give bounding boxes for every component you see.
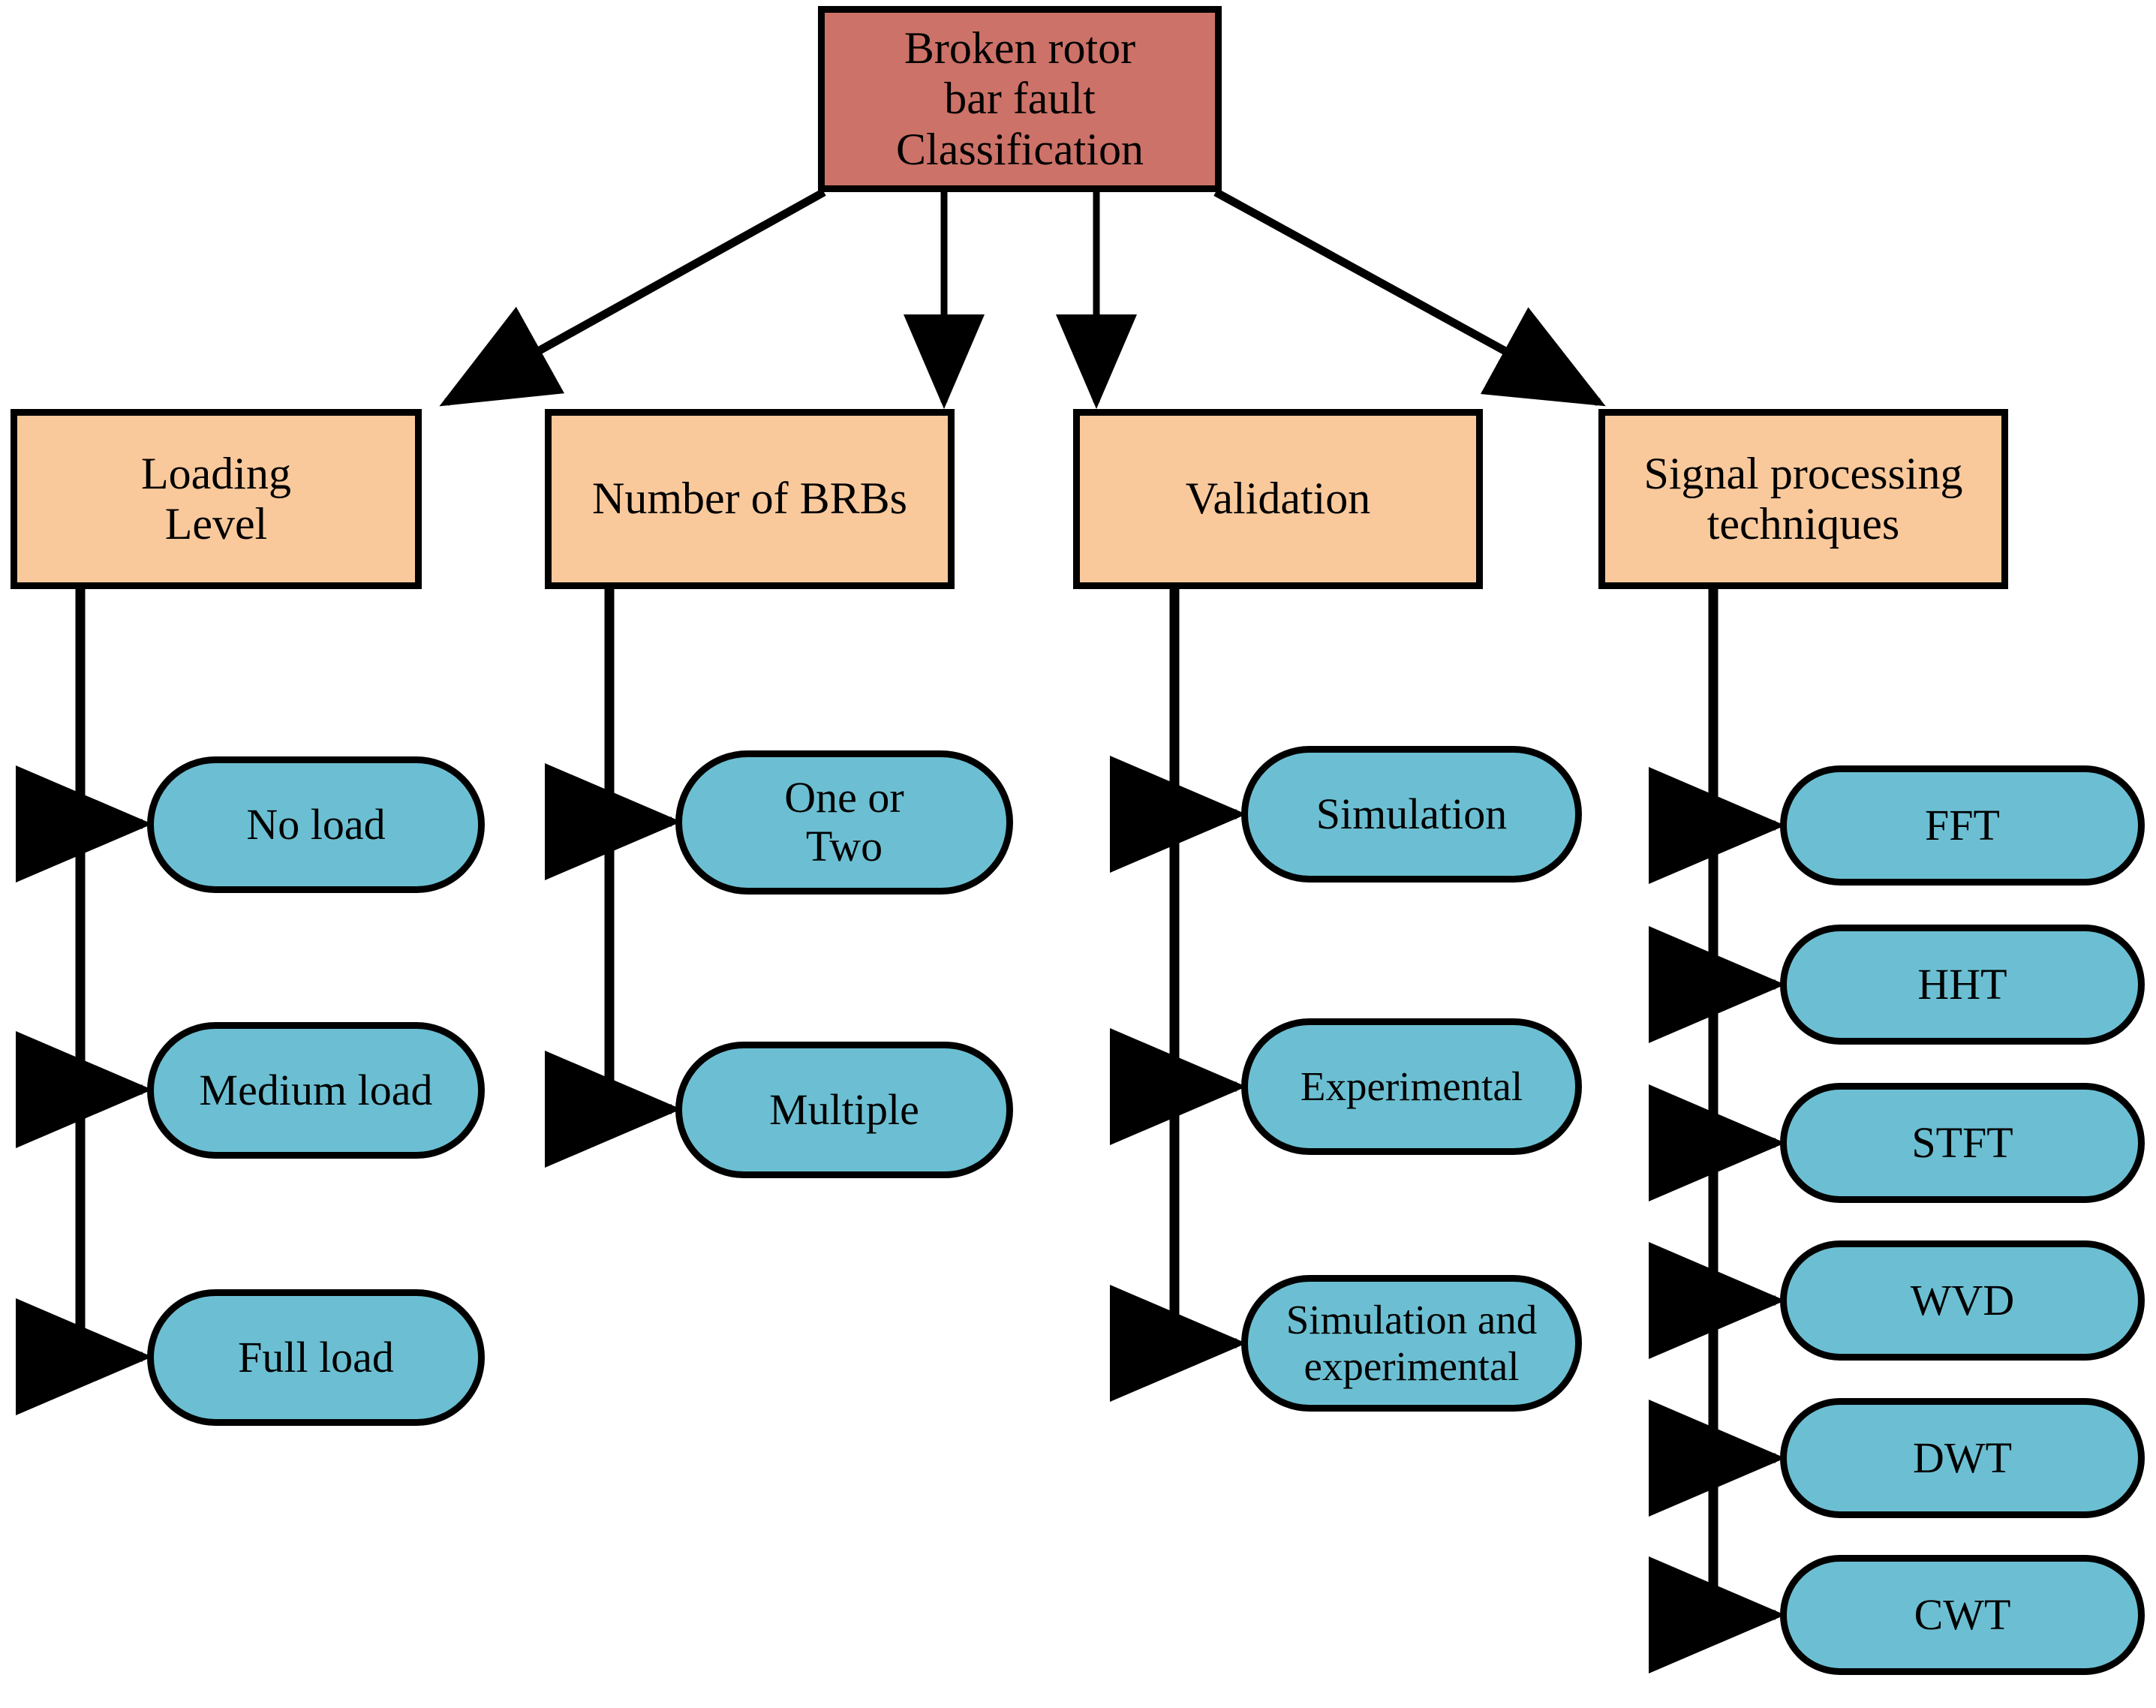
- leaf-node-full-load[interactable]: Full load: [147, 1289, 485, 1426]
- leaf-node-simulation-and-experimental[interactable]: Simulation and experimental: [1241, 1275, 1582, 1412]
- leaf-node-dwt[interactable]: DWT: [1780, 1398, 2145, 1518]
- leaf-node-hht[interactable]: HHT: [1780, 925, 2145, 1045]
- leaf-node-fft[interactable]: FFT: [1780, 765, 2145, 886]
- category-node-signal-processing-techniques[interactable]: Signal processing techniques: [1598, 409, 2008, 589]
- edge-root-to-loading-level: [439, 188, 826, 407]
- leaf-node-medium-load[interactable]: Medium load: [147, 1022, 485, 1159]
- leaf-node-no-load[interactable]: No load: [147, 756, 485, 893]
- leaf-node-wvd[interactable]: WVD: [1780, 1240, 2145, 1361]
- leaf-node-multiple[interactable]: Multiple: [675, 1042, 1013, 1178]
- category-node-validation[interactable]: Validation: [1073, 409, 1483, 589]
- leaf-node-one-or-two[interactable]: One or Two: [675, 750, 1013, 895]
- root-node-broken-rotor-bar-fault-classification[interactable]: Broken rotor bar fault Classification: [818, 6, 1222, 192]
- leaf-node-simulation[interactable]: Simulation: [1241, 746, 1582, 883]
- category-node-loading-level[interactable]: Loading Level: [11, 409, 422, 589]
- edge-root-to-signal-processing: [1213, 188, 1606, 407]
- leaf-node-stft[interactable]: STFT: [1780, 1083, 2145, 1203]
- leaf-node-cwt[interactable]: CWT: [1780, 1555, 2145, 1675]
- leaf-node-experimental[interactable]: Experimental: [1241, 1018, 1582, 1155]
- category-node-number-of-brbs[interactable]: Number of BRBs: [545, 409, 955, 589]
